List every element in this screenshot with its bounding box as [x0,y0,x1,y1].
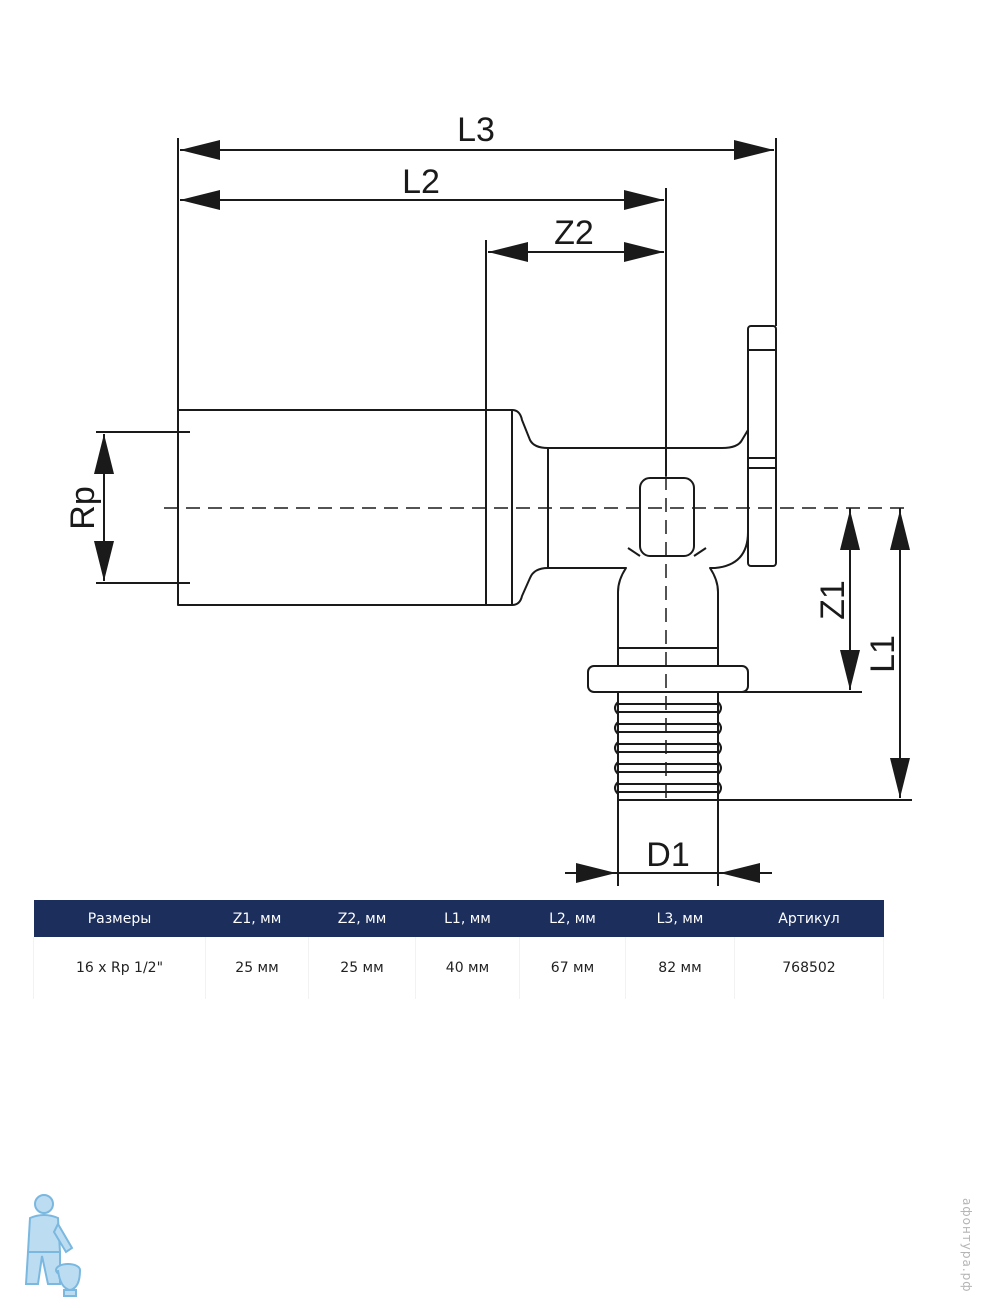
cell-article: 768502 [734,937,884,999]
wall-plate [747,325,777,567]
header-size: Размеры [33,900,206,937]
cell-l2: 67 мм [519,937,626,999]
header-z2: Z2, мм [308,900,416,937]
header-z1: Z1, мм [205,900,309,937]
cell-z2: 25 мм [308,937,416,999]
label-z2: Z2 [554,214,594,252]
plumber-logo-icon [24,1194,81,1297]
fitting-body-outline [177,409,749,667]
dimension-arrowheads [94,140,910,883]
label-d1: D1 [646,836,689,874]
specifications-table: Размеры Z1, мм Z2, мм L1, мм L2, мм L3, … [33,900,884,999]
header-l3: L3, мм [625,900,735,937]
press-collar [587,665,749,693]
table-header-row: Размеры Z1, мм Z2, мм L1, мм L2, мм L3, … [33,900,884,937]
label-rp: Rp [64,486,102,529]
header-article: Артикул [734,900,884,937]
label-l3: L3 [457,111,495,149]
cell-z1: 25 мм [205,937,309,999]
fitting-technical-drawing: L3 L2 Z2 Rp Z1 L1 D1 [64,111,912,886]
cell-l3: 82 мм [625,937,735,999]
header-l1: L1, мм [415,900,520,937]
header-l2: L2, мм [519,900,626,937]
table-row: 16 x Rp 1/2" 25 мм 25 мм 40 мм 67 мм 82 … [33,937,884,999]
label-z1: Z1 [814,580,852,620]
label-l2: L2 [402,163,440,201]
bore-window [639,477,695,557]
cell-l1: 40 мм [415,937,520,999]
site-watermark: афонтура.рф [960,1198,974,1293]
label-l1: L1 [864,635,902,673]
ribbed-spigot [614,691,722,801]
cell-size: 16 x Rp 1/2" [33,937,206,999]
